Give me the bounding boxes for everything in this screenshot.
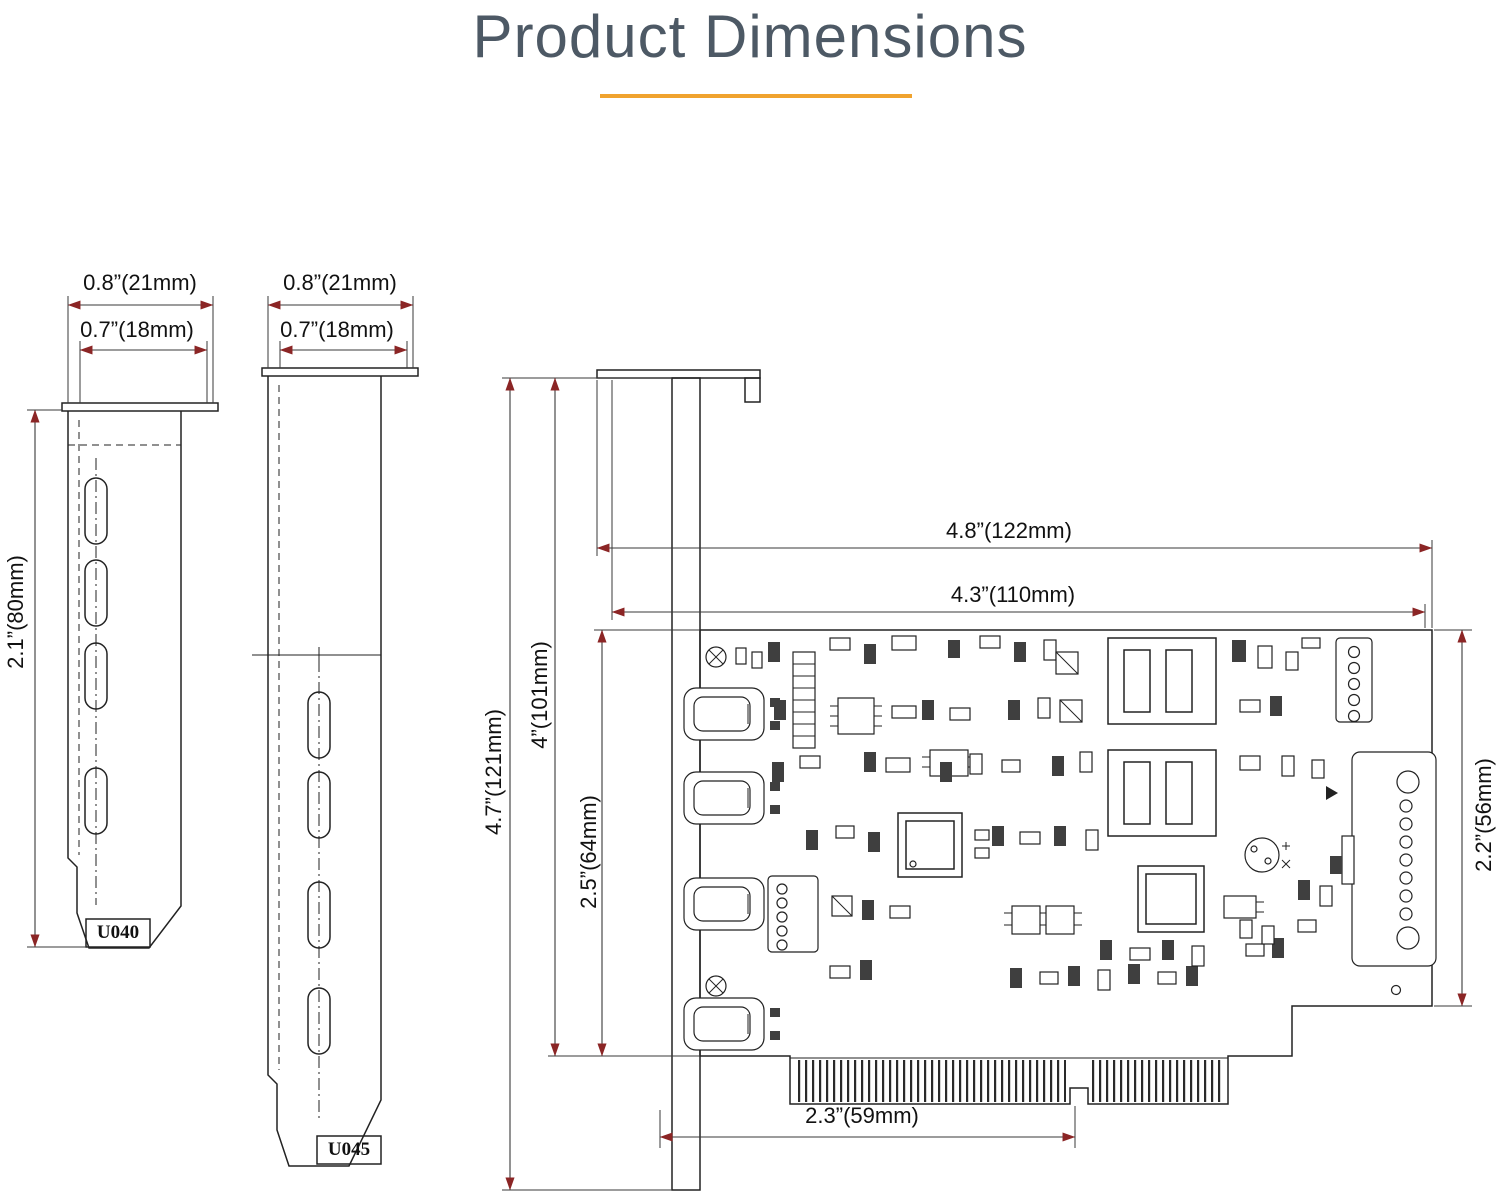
dim-overall-height: 4.7”(121mm): [481, 709, 506, 835]
small-ic: [1223, 895, 1264, 919]
bracket-slot: [84, 642, 108, 710]
screw-hole: [705, 975, 727, 997]
small-ic: [1045, 905, 1082, 935]
usb-c-port-drawing: [683, 877, 765, 931]
dim-bracket1-height: 2.1”(80mm): [3, 555, 28, 669]
screw-hole: [705, 646, 727, 668]
dim-edge-connector-offset: 2.3”(59mm): [805, 1103, 919, 1128]
smd-components: [735, 635, 1342, 991]
card-assembly-drawing: [596, 369, 1437, 1191]
bracket-slot: [307, 881, 331, 949]
pin-connector: [1335, 637, 1373, 723]
pcb-outline: [699, 629, 1433, 1105]
power-connector: [1326, 751, 1437, 967]
title-underline: [600, 94, 912, 98]
bracket-slot: [84, 559, 108, 627]
pcie-edge-connector: [1092, 1060, 1224, 1102]
page-title: Product Dimensions: [472, 3, 1028, 70]
secondary-ic: [1137, 865, 1205, 933]
u040-stamp-box: [85, 918, 151, 948]
dim-bracket1-inner-width: 0.7”(18mm): [80, 317, 194, 342]
dim-bracket1-outer-width: 0.8”(21mm): [83, 270, 197, 295]
internal-header-block: [1107, 637, 1217, 725]
bracket-slot: [84, 477, 108, 545]
usb-c-port-drawing: [683, 687, 780, 741]
usb-c-port-drawing: [683, 771, 780, 825]
bracket-slot: [307, 771, 331, 839]
bracket-slot: [307, 691, 331, 759]
u045-stamp-box: [316, 1135, 382, 1165]
bracket-top-tab: [596, 369, 761, 379]
bracket-u045-drawing: [252, 367, 419, 1167]
round-pad-header: [767, 875, 819, 953]
bracket-slot: [84, 767, 108, 835]
main-ic: [897, 812, 963, 878]
dimension-lines-assembly: [502, 377, 1472, 1191]
small-ic: [1004, 905, 1048, 935]
dim-pcb-length: 4.3”(110mm): [950, 582, 1076, 607]
dimension-lines-bracket1: [27, 296, 214, 948]
dim-bracket-height: 4”(101mm): [527, 641, 552, 749]
pin-header: [792, 651, 816, 749]
dim-pcb-height-right: 2.2”(56mm): [1471, 758, 1496, 872]
dim-overall-length: 4.8”(122mm): [946, 518, 1072, 543]
pcb-hole: [1390, 984, 1402, 996]
bracket-slot: [307, 987, 331, 1055]
internal-header-block: [1107, 749, 1217, 837]
bracket-model-u040: U040: [96, 922, 140, 943]
dim-bracket2-inner-width: 0.7”(18mm): [280, 317, 394, 342]
usb-c-port-drawing: [683, 997, 780, 1051]
dim-bracket2-outer-width: 0.8”(21mm): [283, 270, 397, 295]
bracket-model-u045: U045: [327, 1139, 371, 1160]
crystal-component: [1244, 837, 1291, 873]
pcie-edge-connector: [794, 1060, 1066, 1102]
bracket-u040-drawing: [61, 402, 219, 949]
dim-pcb-height-left: 2.5”(64mm): [576, 795, 601, 909]
small-ic: [830, 697, 882, 735]
dimension-lines-bracket2: [267, 296, 414, 368]
